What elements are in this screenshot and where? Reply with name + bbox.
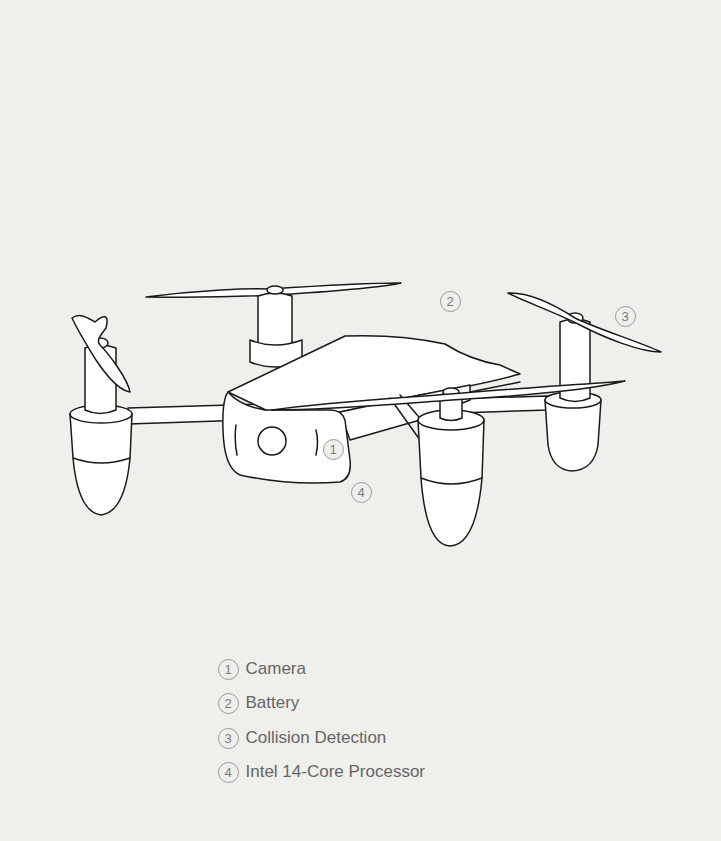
callout-number: 4 [224,766,231,779]
motor-housing [258,293,292,349]
callout-number: 1 [329,443,336,456]
legend-item: 4Intel 14-Core Processor [218,762,239,783]
callout-number: 2 [440,291,461,312]
callout-number: 3 [224,732,231,745]
motor-hub [267,286,283,294]
legend-item: 2Battery [218,693,239,714]
callout-number: 3 [615,306,636,327]
front-right-rotor [272,381,625,546]
pod-band [73,458,130,463]
rotor-blade [508,293,661,352]
landing-pod [70,414,132,515]
landing-pod [418,420,484,546]
callout-number: 4 [357,486,364,499]
front-left-rotor [70,315,132,515]
pod-band [421,478,482,484]
rotor-blade [272,381,625,410]
legend-item: 3Collision Detection [218,728,239,749]
legend-item: 1Camera [218,659,239,680]
sensor-window [235,425,317,455]
camera-lens [258,427,286,455]
rear-right-rotor [508,293,661,471]
callout-number: 2 [446,295,453,308]
callout-number: 1 [323,439,344,460]
callout-number: 3 [621,310,628,323]
part-name: Battery [246,693,300,713]
callout-number: 2 [224,697,231,710]
callout-number: 4 [351,482,372,503]
part-name: Collision Detection [246,728,387,748]
landing-pod [545,400,601,471]
part-name: Intel 14-Core Processor [246,762,426,782]
rotor-blade [72,315,130,392]
callout-number: 1 [224,663,231,676]
part-name: Camera [246,659,306,679]
